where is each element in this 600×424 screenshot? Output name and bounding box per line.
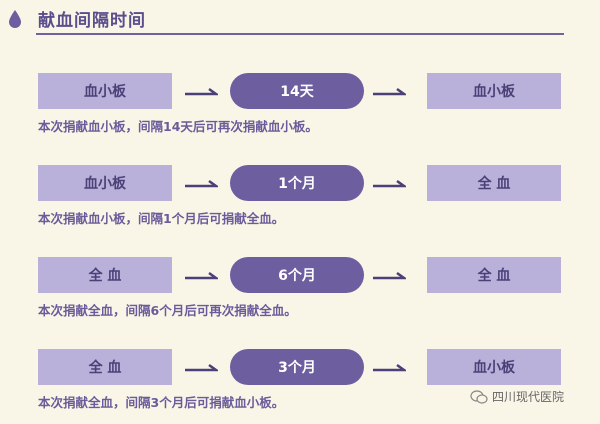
interval-row-whole-blood-to-whole-blood: 全 血 6个月 全 血 本次捐献全血，间隔6个月后可再次捐献全血。 xyxy=(0,257,600,327)
from-box: 血小板 xyxy=(38,73,172,109)
interval-description: 本次捐献全血，间隔6个月后可再次捐献全血。 xyxy=(38,303,297,318)
arrow-icon xyxy=(373,271,406,280)
arrow-icon xyxy=(373,87,406,96)
interval-pill: 14天 xyxy=(230,73,364,109)
to-box: 全 血 xyxy=(427,257,561,293)
watermark: 四川现代医院 xyxy=(470,388,564,405)
interval-row-whole-blood-to-platelet: 全 血 3个月 血小板 本次捐献全血，间隔3个月后可捐献血小板。 xyxy=(0,349,600,419)
interval-description: 本次捐献血小板，间隔1个月后可捐献全血。 xyxy=(38,211,285,226)
arrow-icon xyxy=(185,87,218,96)
to-box: 血小板 xyxy=(427,349,561,385)
from-box: 血小板 xyxy=(38,165,172,201)
to-box: 血小板 xyxy=(427,73,561,109)
interval-pill: 6个月 xyxy=(230,257,364,293)
to-box: 全 血 xyxy=(427,165,561,201)
blood-drop-icon xyxy=(9,10,21,28)
interval-pill: 3个月 xyxy=(230,349,364,385)
interval-row-platelet-to-platelet: 血小板 14天 血小板 本次捐献血小板，间隔14天后可再次捐献血小板。 xyxy=(0,73,600,143)
page-title: 献血间隔时间 xyxy=(38,11,146,31)
interval-pill: 1个月 xyxy=(230,165,364,201)
interval-description: 本次捐献全血，间隔3个月后可捐献血小板。 xyxy=(38,395,285,410)
interval-row-platelet-to-whole-blood: 血小板 1个月 全 血 本次捐献血小板，间隔1个月后可捐献全血。 xyxy=(0,165,600,235)
arrow-icon xyxy=(185,271,218,280)
arrow-icon xyxy=(185,179,218,188)
from-box: 全 血 xyxy=(38,257,172,293)
arrow-icon xyxy=(373,363,406,372)
title-divider xyxy=(36,33,564,35)
arrow-icon xyxy=(185,363,218,372)
wechat-icon xyxy=(470,389,488,404)
watermark-text: 四川现代医院 xyxy=(492,390,565,404)
from-box: 全 血 xyxy=(38,349,172,385)
arrow-icon xyxy=(373,179,406,188)
interval-description: 本次捐献血小板，间隔14天后可再次捐献血小板。 xyxy=(38,119,318,134)
